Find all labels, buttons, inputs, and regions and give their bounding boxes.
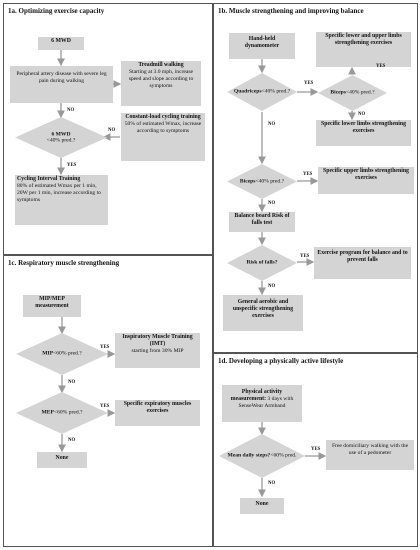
mip-decision: MIP<60% pred.?: [16, 333, 108, 375]
risk-of-falls-decision: Risk of falls?: [227, 245, 297, 281]
none-box-1c: None: [37, 452, 87, 468]
yes-label: YES: [67, 163, 77, 168]
yes-label: YES: [303, 172, 313, 177]
panel-title: 1b. Muscle strengthening and improving b…: [218, 7, 364, 15]
no-label: NO: [108, 128, 116, 133]
mep-decision: MEP<60% pred.?: [16, 392, 108, 434]
mip-mep-box: MIP/MEP measurement: [23, 295, 81, 317]
mean-steps-decision: Mean daily steps?<60% pred.: [219, 434, 305, 478]
no-label: NO: [268, 122, 276, 127]
no-label: NO: [268, 201, 276, 206]
yes-label: YES: [376, 64, 386, 69]
biceps-decision-1: Biceps<40% pred.?: [318, 75, 387, 111]
no-label: NO: [68, 380, 76, 385]
six-mwd-decision: 6 MWD<40% pred.?: [15, 117, 107, 158]
no-label: NO: [268, 284, 276, 289]
no-label: NO: [268, 481, 276, 486]
general-aerobic-box: General aerobic and unspecific strengthe…: [223, 295, 303, 331]
yes-label: YES: [100, 345, 110, 350]
pad-box: Peripheral artery disease with severe le…: [10, 66, 113, 103]
yes-label: YES: [304, 81, 314, 86]
dynamometer-box: Hand-held dynamometer: [229, 33, 295, 59]
no-label: NO: [68, 438, 76, 443]
six-mwd-box: 6 MWD: [38, 37, 84, 50]
panel-title: 1a. Optimizing exercise capacity: [8, 7, 105, 15]
activity-measurement-box: Physical activity measurement: 3 days wi…: [222, 385, 302, 422]
no-label: NO: [358, 112, 366, 117]
yes-label: YES: [100, 404, 110, 409]
quadriceps-decision: Quadriceps<40% pred.?: [227, 73, 297, 111]
panel-title: 1d. Developing a physically active lifes…: [218, 357, 344, 365]
biceps-decision-2: Biceps<40% pred.?: [227, 164, 297, 199]
panel-title: 1c. Respiratory muscle strengthening: [8, 259, 120, 267]
none-box-1d: None: [240, 498, 284, 514]
yes-label: YES: [300, 254, 310, 259]
free-walking-box: Free domiciliary walking with the use of…: [326, 440, 414, 470]
yes-label: YES: [311, 447, 321, 452]
lower-upper-limbs-box: Specific lower and upper limbs strengthe…: [316, 32, 411, 67]
expiratory-box: Specific expiratory muscles exercises: [115, 400, 200, 426]
upper-limbs-box: Specific upper limbs strengthening exerc…: [318, 167, 414, 194]
exercise-program-box: Exercise program for balance and to prev…: [314, 247, 411, 279]
balance-board-box: Balance board Risk of falls test: [229, 212, 295, 232]
no-label: NO: [67, 108, 75, 113]
imt-box: Inspiratory Muscle Training (IMT)startin…: [115, 333, 200, 368]
lower-limbs-box: Specific lower limbs strengthening exerc…: [316, 120, 411, 146]
